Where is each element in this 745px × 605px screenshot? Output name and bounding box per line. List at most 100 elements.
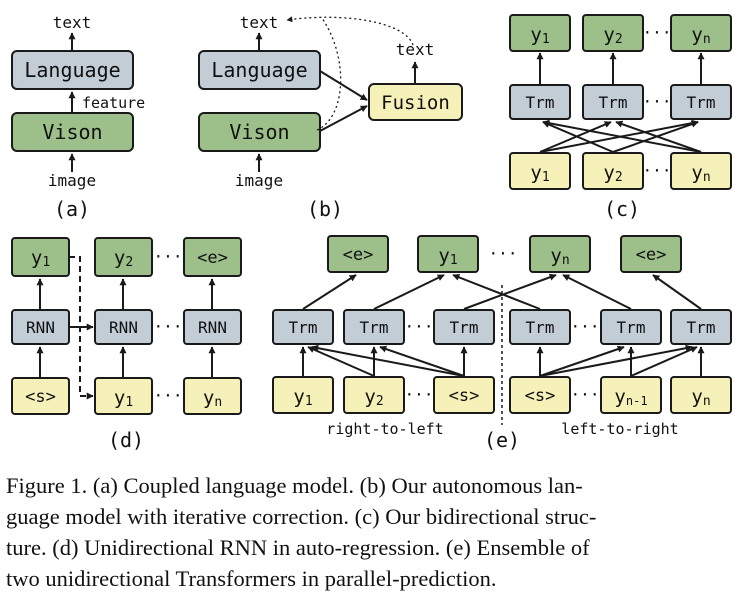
panel-d-rnn-3 bbox=[183, 309, 242, 345]
svg-text:y1: y1 bbox=[31, 247, 50, 270]
svg-text:yn: yn bbox=[691, 386, 710, 409]
panel-b-feedback-loop bbox=[316, 17, 342, 131]
panel-e-input-yn-1 bbox=[600, 376, 662, 414]
panel-d-input-yn bbox=[183, 377, 242, 415]
panel-b-language-label: Language bbox=[211, 58, 307, 82]
panel-a-language-label: Language bbox=[24, 58, 120, 82]
svg-text:y2: y2 bbox=[114, 247, 133, 270]
panel-c-trm-1 bbox=[509, 84, 571, 120]
panel-e-trm-2 bbox=[343, 309, 405, 345]
panel-e-output-y1 bbox=[417, 235, 479, 273]
svg-text:yn: yn bbox=[203, 387, 222, 410]
panel-e-left-to-right-label: left-to-right bbox=[561, 420, 678, 438]
panel-d-dots-top: ··· bbox=[154, 247, 183, 266]
panel-e-input-y1 bbox=[272, 376, 334, 414]
panel-b-vision-box bbox=[198, 112, 321, 152]
panel-e-input-s-left bbox=[433, 376, 495, 414]
architecture-diagram: text Language feature Vison image (a) te… bbox=[11, 13, 732, 452]
panel-c-trm-n bbox=[670, 84, 732, 120]
svg-text:Trm: Trm bbox=[617, 318, 646, 337]
panel-e-input-yn bbox=[670, 376, 732, 414]
panel-e-output-yn bbox=[529, 235, 591, 273]
panel-b-feedback-curve bbox=[286, 16, 414, 46]
panel-c-output-2 bbox=[582, 14, 644, 52]
panel-c-input-1 bbox=[509, 152, 571, 190]
panel-e-trm-5 bbox=[600, 309, 662, 345]
panel-e-tag: (e) bbox=[484, 428, 520, 452]
panel-e-dots-top: ··· bbox=[489, 244, 518, 263]
panel-c-output-n bbox=[670, 14, 732, 52]
svg-text:Trm: Trm bbox=[687, 318, 716, 337]
panel-e-right-to-left-label: right-to-left bbox=[326, 420, 443, 438]
panel-d-dots-mid: ··· bbox=[154, 317, 183, 336]
panel-b: text Language Vison image Fusion text (b… bbox=[198, 13, 463, 221]
panel-b-text-label: text bbox=[240, 13, 279, 32]
panel-a-vision-label: Vison bbox=[42, 120, 102, 144]
svg-text:yn: yn bbox=[550, 245, 569, 268]
panel-d-input-s bbox=[11, 377, 70, 415]
panel-e-dots-bottom-left: ··· bbox=[405, 385, 434, 404]
panel-b-language-box bbox=[198, 50, 321, 90]
svg-text:RNN: RNN bbox=[26, 318, 55, 337]
panel-e-trm-3 bbox=[433, 309, 495, 345]
svg-text:y1: y1 bbox=[530, 162, 549, 185]
svg-text:y1: y1 bbox=[293, 386, 312, 409]
panel-e-trm-6 bbox=[670, 309, 732, 345]
panel-e-output-e-left bbox=[327, 235, 389, 273]
figure-caption: Figure 1. (a) Coupled language model. (b… bbox=[6, 470, 741, 594]
panel-e-input-y2 bbox=[343, 376, 405, 414]
panel-c-dots-top: ··· bbox=[643, 23, 672, 42]
panel-d-rnn-2 bbox=[94, 309, 153, 345]
panel-e-trm-4 bbox=[509, 309, 571, 345]
panel-c-input-2 bbox=[582, 152, 644, 190]
svg-text:Trm: Trm bbox=[360, 318, 389, 337]
panel-a-image-label: image bbox=[48, 171, 96, 190]
svg-text:RNN: RNN bbox=[109, 318, 138, 337]
panel-b-vision-label: Vison bbox=[229, 120, 289, 144]
svg-text:yn-1: yn-1 bbox=[614, 386, 647, 408]
panel-d-output-e bbox=[183, 237, 242, 277]
panel-a-feature-label: feature bbox=[82, 94, 145, 112]
panel-d-tag: (d) bbox=[108, 428, 144, 452]
svg-text:RNN: RNN bbox=[198, 318, 227, 337]
svg-text:<s>: <s> bbox=[525, 386, 556, 406]
svg-text:y1: y1 bbox=[530, 24, 549, 47]
svg-text:Trm: Trm bbox=[450, 318, 479, 337]
svg-text:<s>: <s> bbox=[25, 387, 56, 407]
panel-a-vision-box bbox=[11, 112, 134, 152]
svg-text:<s>: <s> bbox=[449, 386, 480, 406]
panel-b-image-label: image bbox=[235, 171, 283, 190]
svg-text:<e>: <e> bbox=[636, 245, 667, 265]
panel-b-fusion-label: Fusion bbox=[381, 92, 450, 114]
panel-a-text-label: text bbox=[53, 13, 92, 32]
svg-text:y1: y1 bbox=[438, 245, 457, 268]
panel-e-dots-mid-left: ··· bbox=[405, 317, 434, 336]
panel-a-language-box bbox=[11, 50, 134, 90]
caption-line-3: ture. (d) Unidirectional RNN in auto-reg… bbox=[6, 535, 590, 560]
svg-text:Trm: Trm bbox=[599, 93, 628, 112]
panel-d-output-2 bbox=[94, 237, 153, 277]
panel-b-fusion-box bbox=[368, 83, 463, 121]
panel-d-input-y1 bbox=[94, 377, 153, 415]
caption-line-4: two unidirectional Transformers in paral… bbox=[6, 566, 497, 591]
caption-line-2: guage model with iterative correction. (… bbox=[6, 504, 597, 529]
panel-c: y1 y2 ··· yn Trm Trm ··· Trm y1 y2 ··· y… bbox=[509, 14, 732, 221]
panel-e-trm-1 bbox=[272, 309, 334, 345]
panel-d: y1 y2 ··· <e> RNN RNN ··· RNN <s> y1 ···… bbox=[11, 237, 242, 452]
panel-d-dots-bottom: ··· bbox=[154, 386, 183, 405]
panel-c-dots-bottom: ··· bbox=[643, 161, 672, 180]
svg-text:Trm: Trm bbox=[526, 93, 555, 112]
panel-e: <e> y1 ··· yn <e> Trm Trm ··· Trm Trm ··… bbox=[272, 235, 732, 452]
svg-text:yn: yn bbox=[691, 162, 710, 185]
svg-text:y2: y2 bbox=[603, 24, 622, 47]
panel-c-tag: (c) bbox=[604, 197, 640, 221]
panel-e-input-s-right bbox=[509, 376, 571, 414]
svg-text:Trm: Trm bbox=[526, 318, 555, 337]
svg-text:<e>: <e> bbox=[343, 245, 374, 265]
panel-e-dots-bottom-right: ··· bbox=[571, 385, 600, 404]
svg-text:y1: y1 bbox=[114, 387, 133, 410]
svg-text:y2: y2 bbox=[603, 162, 622, 185]
panel-c-trm-2 bbox=[582, 84, 644, 120]
panel-a-tag: (a) bbox=[54, 197, 90, 221]
panel-d-feedback-dashed bbox=[69, 256, 94, 400]
